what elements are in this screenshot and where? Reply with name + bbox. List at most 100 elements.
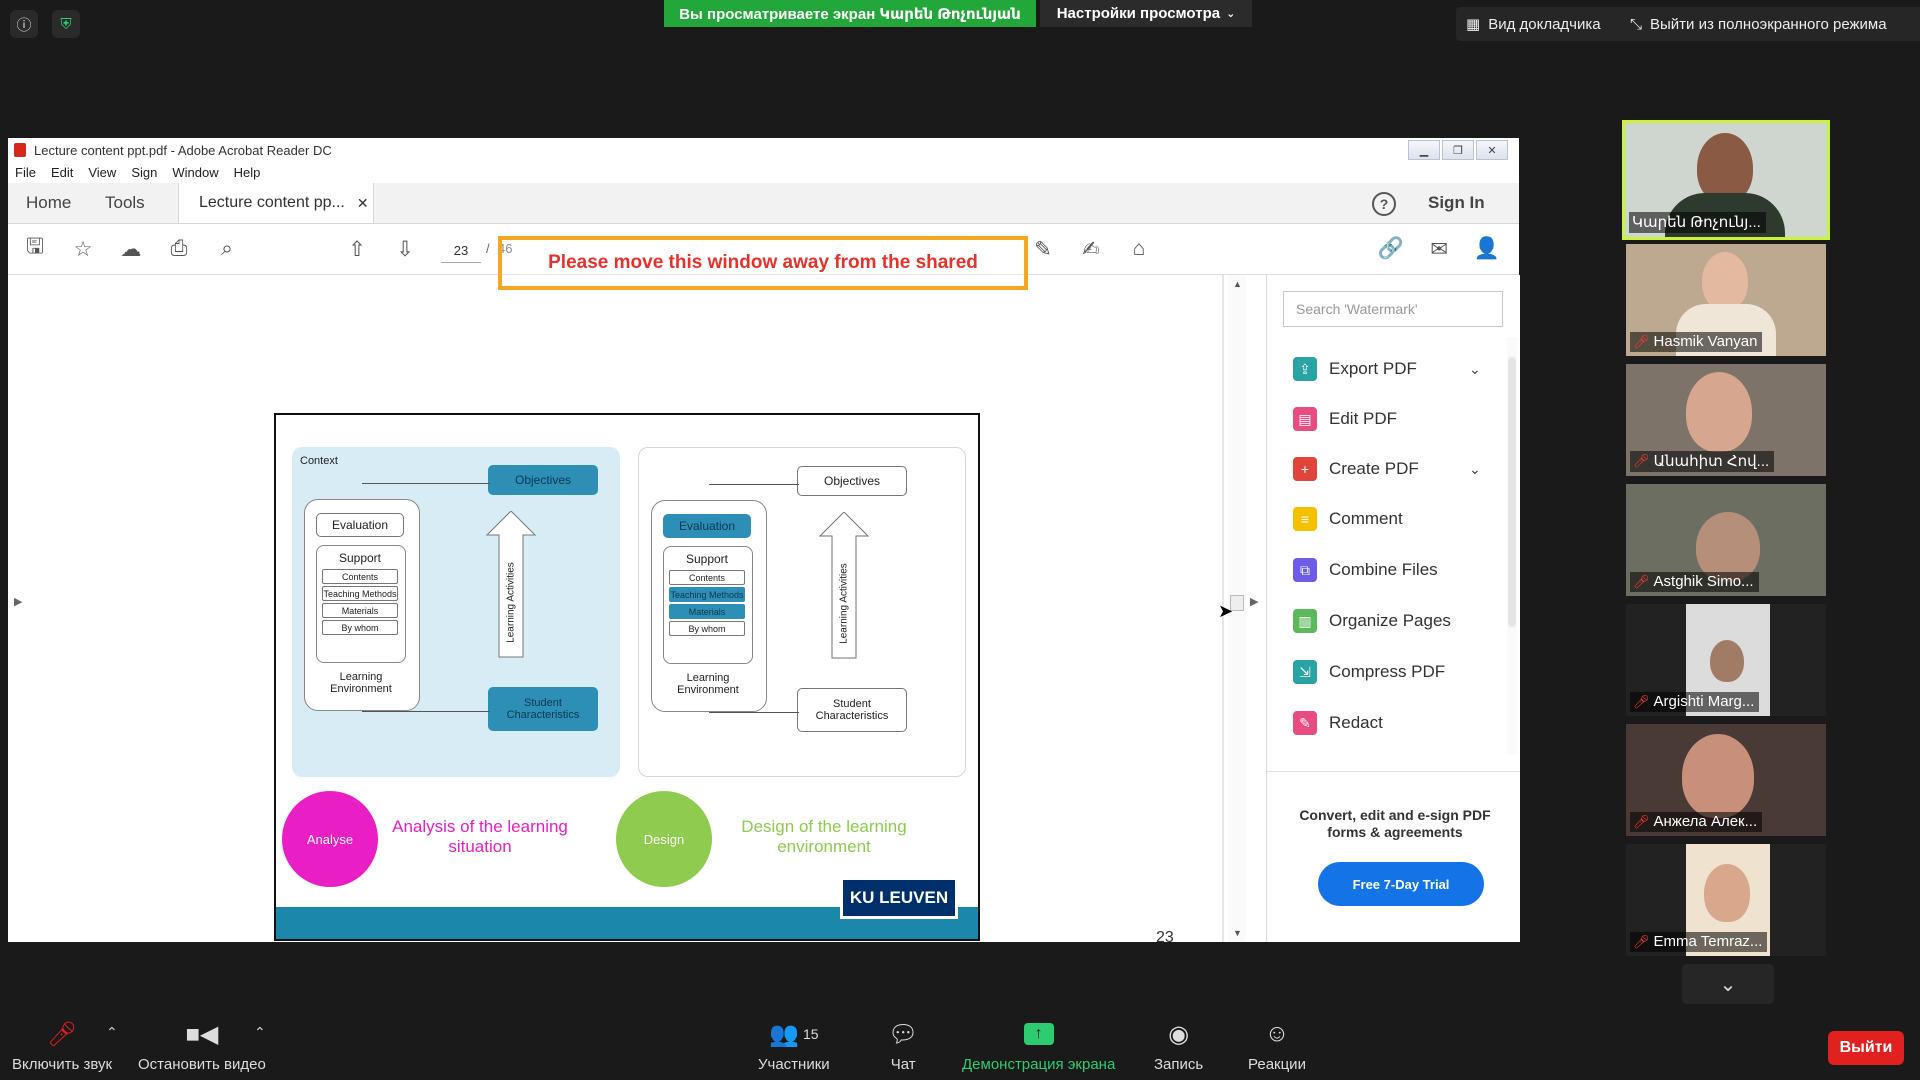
chat-button[interactable]: 💬︎ Чат (888, 1020, 918, 1074)
exit-fullscreen-label: Выйти из полноэкранного режима (1650, 15, 1887, 33)
video-camera-icon: ■◀ (185, 1020, 219, 1048)
tool-comment[interactable]: ≡ Comment (1293, 504, 1403, 534)
scroll-down-icon[interactable]: ▼ (1233, 928, 1242, 938)
restore-button[interactable]: ❐ (1442, 140, 1474, 160)
menu-sign[interactable]: Sign (131, 164, 158, 180)
connector-top (709, 484, 799, 485)
tools-scrollbar[interactable] (1507, 337, 1517, 755)
close-button[interactable]: ✕ (1476, 140, 1508, 160)
reactions-label: Реакции (1248, 1056, 1306, 1073)
menu-file[interactable]: File (15, 164, 36, 180)
zoom-search-icon[interactable]: ⌕ (221, 237, 233, 260)
tool-export-pdf[interactable]: ⇪ Export PDF (1293, 354, 1417, 384)
menu-help[interactable]: Help (233, 164, 261, 180)
tool-label: Comment (1329, 509, 1403, 528)
share-screen-label: Демонстрация экрана (962, 1056, 1116, 1073)
page-number-label: 23 (1156, 929, 1174, 946)
stamp-icon[interactable]: ⌂ (1132, 237, 1146, 260)
minimize-button[interactable]: ▁ (1408, 140, 1440, 160)
participant-tile[interactable]: Կարեն Թոչունյ... (1622, 120, 1830, 240)
highlight-pen-icon[interactable]: ✎ (1034, 237, 1052, 261)
participant-name-text: Hasmik Vanyan (1653, 333, 1758, 350)
tab-home[interactable]: Home (26, 193, 72, 212)
stop-video-button[interactable]: ■◀ Остановить видео (138, 1020, 266, 1074)
tool-compress-pdf[interactable]: ⇲ Compress PDF (1293, 657, 1445, 687)
speaker-view-button[interactable]: ▦ Вид докладчика (1456, 7, 1626, 41)
tools-search-input[interactable]: Search 'Watermark' (1283, 291, 1503, 327)
email-icon[interactable]: ✉ (1430, 237, 1448, 261)
free-trial-button[interactable]: Free 7-Day Trial (1318, 862, 1484, 906)
participants-button[interactable]: 👥15 Участники (758, 1020, 830, 1074)
sign-icon[interactable]: ✍ (1082, 237, 1100, 261)
menu-view[interactable]: View (88, 164, 117, 180)
tab-tools[interactable]: Tools (105, 193, 145, 212)
document-scrollbar[interactable]: ▲ ▼ (1228, 275, 1246, 942)
scroll-thumb[interactable] (1230, 595, 1244, 611)
tool-edit-pdf[interactable]: ▤ Edit PDF (1293, 404, 1397, 434)
learning-activities-label: Learning Activities (838, 563, 850, 644)
exit-fullscreen-button[interactable]: ⤡ Выйти из полноэкранного режима (1620, 7, 1920, 41)
menu-window[interactable]: Window (172, 164, 219, 180)
document-view[interactable]: ▶ ▲ ▼ ▶ Context Objectives Evaluation Su… (8, 275, 1258, 946)
print-icon[interactable]: ⎙ (170, 237, 188, 260)
participant-name: 🎤︎Argishti Marg... (1630, 692, 1760, 712)
left-pane-toggle-icon[interactable]: ▶ (14, 596, 23, 608)
reactions-button[interactable]: ☺ Реакции (1248, 1020, 1306, 1073)
tool-redact[interactable]: ✎ Redact (1293, 708, 1383, 738)
connector-top (362, 483, 490, 484)
context-label: Context (300, 455, 338, 467)
participant-tile[interactable]: 🎤︎Astghik Simo... (1626, 484, 1826, 596)
tools-pane: Search 'Watermark' ⇪ Export PDF ⌄ ▤ Edit… (1266, 275, 1520, 942)
participant-tile[interactable]: 🎤︎Անահիտ Հով... (1626, 364, 1826, 476)
close-tab-icon[interactable]: ✕ (356, 194, 369, 211)
record-button[interactable]: ◉ Запись (1154, 1020, 1203, 1074)
next-page-icon[interactable]: ⇩ (396, 237, 414, 261)
reactions-emoji-icon: ☺ (1264, 1020, 1290, 1047)
redact-icon: ✎ (1293, 711, 1317, 735)
participant-tile[interactable]: 🎤︎Hasmik Vanyan (1626, 244, 1826, 356)
add-user-icon[interactable]: 👤 (1473, 237, 1501, 260)
right-pane-toggle-icon[interactable]: ▶ (1250, 596, 1259, 608)
view-settings-button[interactable]: Настройки просмотра ⌄ (1040, 0, 1252, 27)
scroll-up-icon[interactable]: ▲ (1233, 279, 1242, 289)
sign-in-link[interactable]: Sign In (1428, 193, 1485, 212)
edit-pdf-icon: ▤ (1293, 407, 1317, 431)
tab-document[interactable]: Lecture content pp... ✕ (178, 183, 374, 223)
video-options-caret-icon[interactable]: ⌃ (254, 1024, 266, 1040)
participant-name: Կարեն Թոչունյ... (1629, 212, 1766, 233)
student-characteristics-box: Student Characteristics (797, 688, 907, 732)
share-screen-button[interactable]: ↑ Демонстрация экрана (962, 1020, 1115, 1073)
tool-create-pdf[interactable]: + Create PDF (1293, 454, 1419, 484)
participant-tile[interactable]: 🎤︎Анжела Алек... (1626, 724, 1826, 836)
bookmark-star-icon[interactable]: ☆ (73, 237, 93, 261)
pdf-slide: Context Objectives Evaluation Support Co… (274, 413, 980, 941)
participant-tile[interactable]: 🎤︎Emma Temraz... (1626, 844, 1826, 956)
save-icon[interactable]: 🖫 (26, 234, 44, 258)
participant-name-text: Astghik Simo... (1653, 573, 1754, 590)
participant-video (1710, 640, 1744, 682)
upload-cloud-icon[interactable]: ☁ (120, 237, 142, 261)
tool-combine-files[interactable]: ⧉ Combine Files (1293, 555, 1438, 585)
support-item: By whom (322, 620, 398, 635)
tool-organize-pages[interactable]: ▥ Organize Pages (1293, 606, 1451, 636)
share-link-icon[interactable]: 🔗 (1377, 237, 1405, 260)
learning-activities-arrow (486, 511, 536, 679)
shield-icon[interactable]: ⛨ (52, 10, 80, 38)
page-number-input[interactable]: 23 (441, 238, 481, 263)
tools-scroll-thumb[interactable] (1508, 357, 1516, 627)
menu-edit[interactable]: Edit (50, 164, 74, 180)
share-warning-overlay: Please move this window away from the sh… (498, 236, 1028, 290)
chevron-down-icon[interactable]: ⌄ (1469, 361, 1481, 377)
unmute-button[interactable]: 🎤︎ Включить звук (12, 1020, 112, 1074)
info-icon[interactable]: ⓘ (10, 10, 38, 38)
participant-tile[interactable]: 🎤︎Argishti Marg... (1626, 604, 1826, 716)
more-participants-chevron-icon[interactable]: ⌄ (1682, 964, 1774, 1004)
help-icon[interactable]: ? (1372, 192, 1396, 216)
objectives-box: Objectives (797, 466, 907, 496)
leave-meeting-button[interactable]: Выйти (1828, 1031, 1904, 1065)
chevron-down-icon[interactable]: ⌄ (1469, 461, 1481, 477)
previous-page-icon[interactable]: ⇧ (348, 237, 366, 261)
design-circle: Design (616, 791, 712, 887)
audio-options-caret-icon[interactable]: ⌃ (106, 1024, 118, 1040)
chat-label: Чат (890, 1056, 916, 1073)
